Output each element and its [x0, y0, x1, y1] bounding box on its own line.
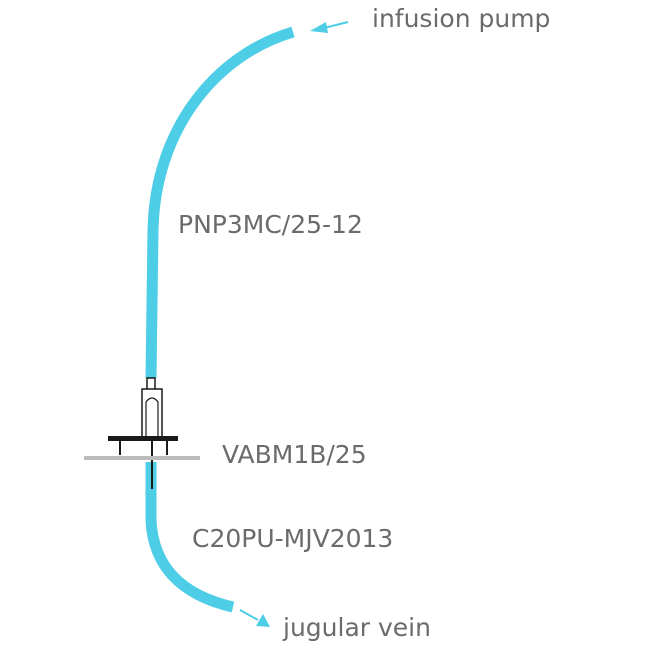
arrow-to-vein-icon [239, 609, 270, 627]
lower-catheter [145, 462, 235, 613]
access-button-icon [108, 377, 178, 489]
catheter-part-label: C20PU-MJV2013 [192, 524, 393, 553]
tubing-part-label: PNP3MC/25-12 [178, 210, 363, 239]
button-part-label: VABM1B/25 [222, 440, 367, 469]
upper-tubing [145, 26, 295, 379]
infusion-pump-label: infusion pump [372, 4, 550, 33]
arrow-to-pump-icon [310, 21, 349, 33]
jugular-vein-label: jugular vein [282, 613, 431, 642]
